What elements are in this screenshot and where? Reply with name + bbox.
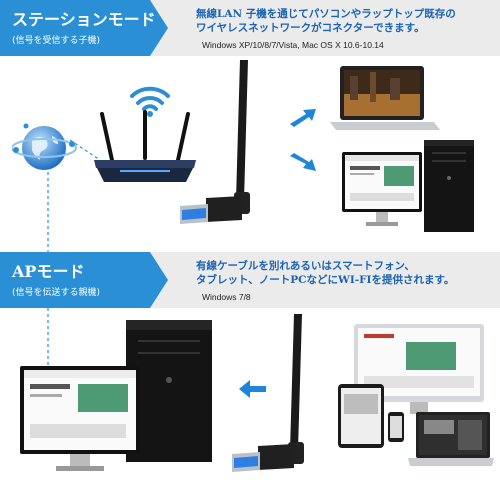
- usb-adapter-icon: [232, 314, 304, 472]
- laptop-icon: [330, 66, 440, 130]
- desktop-icon: [342, 140, 474, 232]
- station-title: ステーションモード: [12, 10, 156, 29]
- desktop-icon: [354, 324, 484, 414]
- ap-subtitle: (信号を伝送する親機): [12, 288, 101, 298]
- station-description-line-1: 無線LAN 子機を通じてパソコンやラップトップ既存の: [196, 8, 456, 20]
- station-banner: ステーションモード (信号を受信する子機) 無線LAN 子機を通じてパソコンやラ…: [0, 0, 500, 56]
- station-tab: ステーションモード (信号を受信する子機): [0, 0, 168, 56]
- laptop-icon: [408, 412, 494, 466]
- arrow-icon: [290, 109, 316, 127]
- arrow-icon: [239, 380, 266, 398]
- arrow-icon: [290, 153, 316, 171]
- tablet-icon: [338, 384, 384, 448]
- station-description-line-2: ワイヤレスネットワークがコネクターできます。: [196, 22, 425, 34]
- wifi-icon: [130, 86, 170, 117]
- device-cluster: [338, 324, 494, 466]
- desktop-icon: [20, 320, 212, 471]
- ap-description-line-1: 有線ケーブルを別れあるいはスマートフォン、: [196, 260, 415, 272]
- router-icon: [94, 110, 196, 182]
- globe-icon: [12, 123, 77, 170]
- station-os-support: Windows XP/10/8/7/Vista, Mac OS X 10.6-1…: [202, 40, 384, 50]
- ap-description-line-2: タブレット、ノートPCなどにWI-FIを提供されます。: [196, 274, 455, 286]
- ap-banner: APモード (信号を伝送する親機) 有線ケーブルを別れあるいはスマートフォン、 …: [0, 252, 500, 308]
- phone-icon: [388, 412, 404, 442]
- station-subtitle: (信号を受信する子機): [12, 36, 101, 46]
- usb-adapter-icon: [180, 60, 250, 224]
- ap-os-support: Windows 7/8: [202, 292, 251, 302]
- ap-title: APモード: [12, 262, 85, 281]
- ap-tab: APモード (信号を伝送する親機): [0, 252, 168, 308]
